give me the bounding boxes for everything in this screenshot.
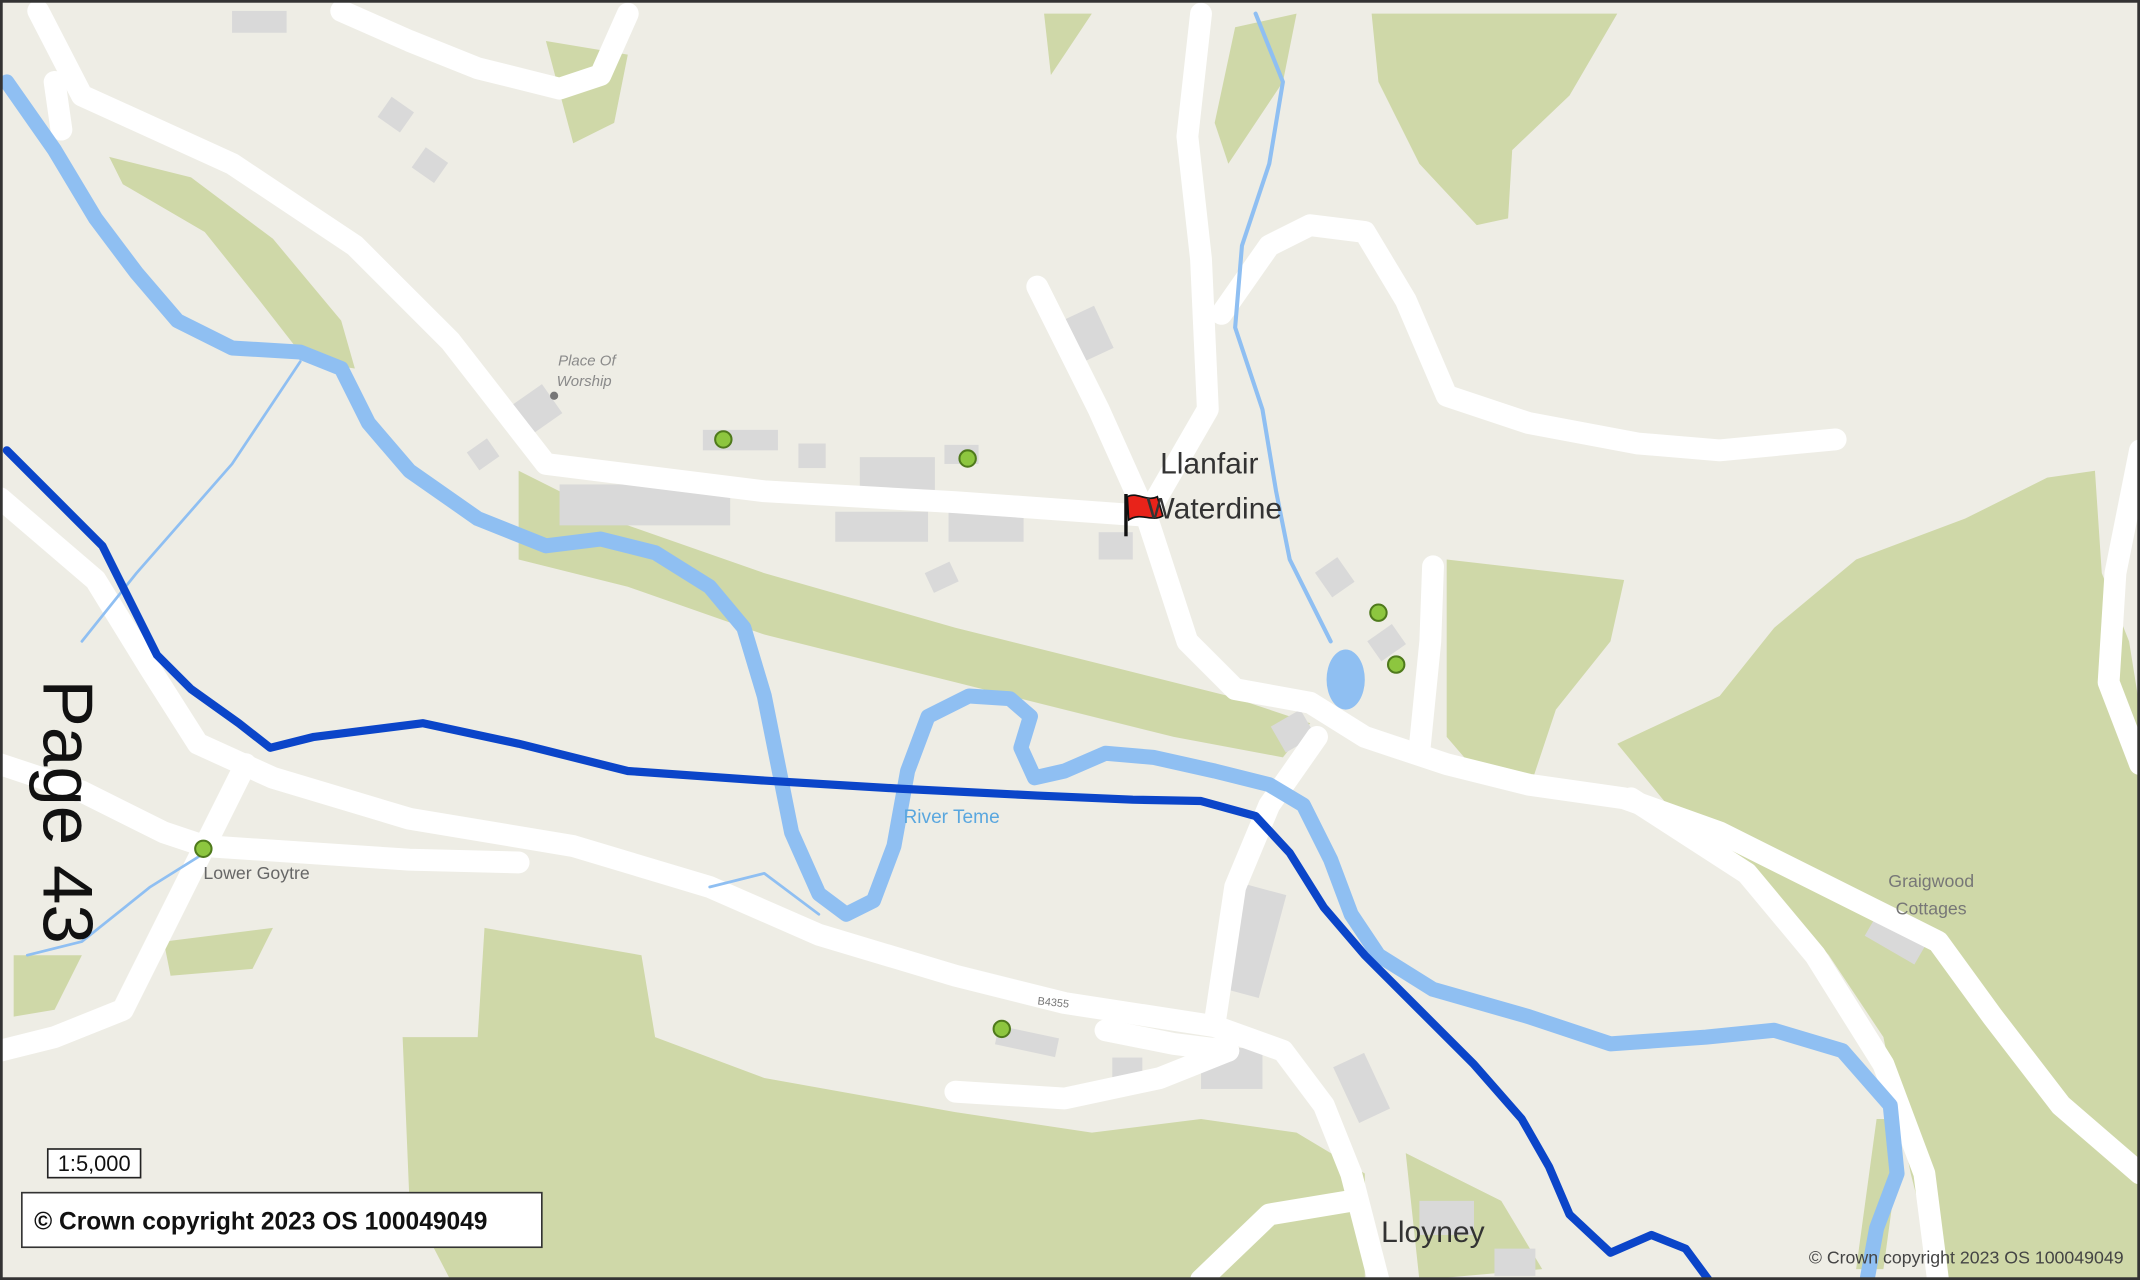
point-of-interest-icon[interactable] bbox=[1386, 655, 1406, 674]
graigwood-label-2: Cottages bbox=[1896, 898, 1967, 918]
scale-box: 1:5,000 bbox=[46, 1148, 142, 1179]
river-teme bbox=[0, 11, 1905, 1280]
page-label: Page 43 bbox=[28, 680, 107, 944]
lower-goytre-label: Lower Goytre bbox=[203, 863, 310, 883]
lloyney-label: Lloyney bbox=[1381, 1216, 1484, 1249]
copyright-text: © Crown copyright 2023 OS 100049049 bbox=[34, 1209, 487, 1236]
village-label-2: Waterdine bbox=[1146, 493, 1282, 526]
place-of-worship-icon bbox=[550, 391, 559, 400]
copyright-corner: © Crown copyright 2023 OS 100049049 bbox=[1809, 1248, 2124, 1268]
pond bbox=[1326, 649, 1365, 710]
place-of-worship-label: Place Of bbox=[558, 353, 617, 370]
flag-icon[interactable] bbox=[1124, 493, 1164, 537]
village-label: Llanfair bbox=[1160, 448, 1258, 481]
point-of-interest-icon[interactable] bbox=[958, 449, 977, 468]
map-labels: Place Of Worship Llanfair Waterdine Rive… bbox=[203, 353, 1974, 1249]
scale-label: 1:5,000 bbox=[58, 1151, 131, 1176]
point-of-interest-icon[interactable] bbox=[1369, 603, 1388, 622]
point-of-interest-icon[interactable] bbox=[992, 1019, 1011, 1039]
woodland-areas bbox=[13, 13, 2140, 1280]
points-of-interest bbox=[194, 391, 1406, 1039]
point-of-interest-icon[interactable] bbox=[714, 430, 733, 449]
copyright-box: © Crown copyright 2023 OS 100049049 bbox=[21, 1191, 543, 1249]
river-label: River Teme bbox=[903, 807, 999, 828]
place-of-worship-label-2: Worship bbox=[557, 373, 612, 390]
road-number-label: B4355 bbox=[1037, 995, 1070, 1010]
point-of-interest-icon[interactable] bbox=[194, 839, 213, 858]
graigwood-label: Graigwood bbox=[1888, 871, 1974, 891]
boundary-line bbox=[2, 446, 1713, 1280]
